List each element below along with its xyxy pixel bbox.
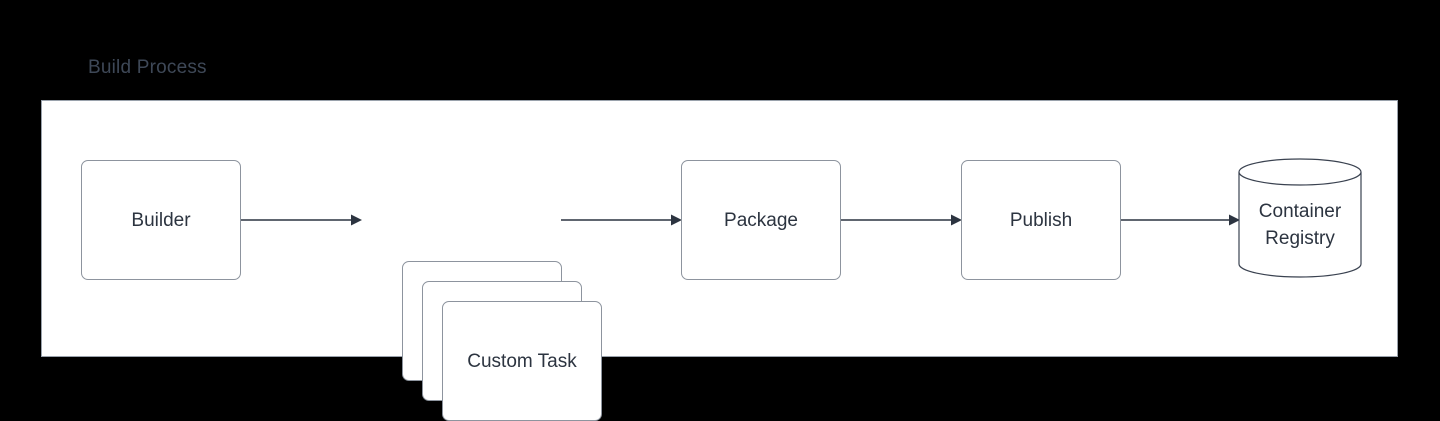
connector-custom-task-to-package (561, 213, 683, 227)
node-package[interactable]: Package (681, 160, 841, 280)
node-group-custom-task: Custom Task Custom Task Custom Task (402, 261, 602, 421)
node-builder[interactable]: Builder (81, 160, 241, 280)
build-process-panel: Builder Custom Task Custom Task Custom T… (41, 100, 1398, 421)
node-container-registry-label: Container Registry (1238, 158, 1362, 278)
diagram-canvas: Build Process Builder Custom Task Custom… (41, 57, 1398, 421)
node-publish-label: Publish (1009, 209, 1073, 231)
node-builder-label: Builder (131, 209, 191, 231)
connector-publish-to-container-registry (1121, 213, 1241, 227)
node-container-registry-label-line2: Registry (1265, 228, 1335, 249)
page-title: Build Process (88, 57, 207, 78)
connector-builder-to-custom-task (241, 213, 363, 227)
node-container-registry[interactable]: Container Registry (1238, 158, 1362, 278)
node-custom-task-front-label: Custom Task (467, 350, 577, 372)
connector-package-to-publish (841, 213, 963, 227)
node-package-label: Package (724, 209, 798, 231)
node-custom-task-front[interactable]: Custom Task (442, 301, 602, 421)
node-container-registry-label-line1: Container (1258, 201, 1342, 222)
node-publish[interactable]: Publish (961, 160, 1121, 280)
